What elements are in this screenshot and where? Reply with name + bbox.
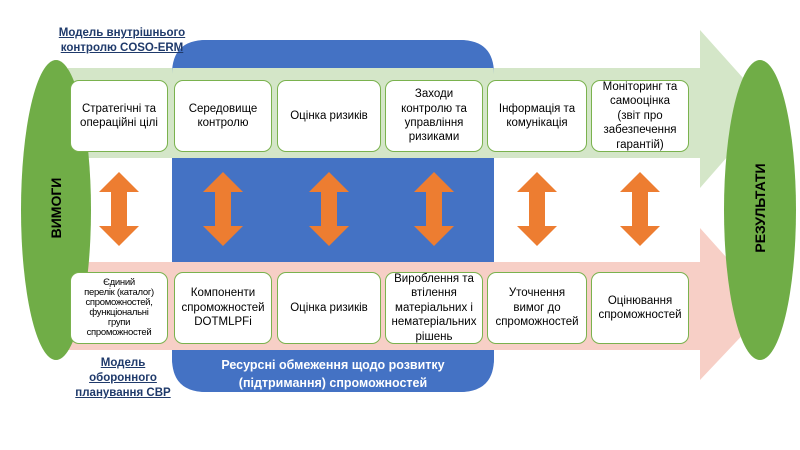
- box-text: Компоненти спроможностей DOTMLPFi: [181, 287, 265, 329]
- double-arrow-shape: [99, 172, 139, 246]
- double-arrow-shape: [517, 172, 557, 246]
- box-text: Оцінка ризиків: [290, 109, 368, 122]
- resource-constraints-text: Ресурсні обмеження щодо розвитку (підтри…: [221, 358, 445, 391]
- blue-panel-top: [172, 40, 494, 74]
- requirements-label: ВИМОГИ: [48, 177, 64, 239]
- bottom-box-capability-components: Компоненти спроможностей DOTMLPFi: [174, 272, 272, 344]
- box-text: Середовище контролю: [188, 102, 258, 129]
- box-text: Вироблення та втілення матеріальних і не…: [391, 273, 477, 343]
- bottom-box-solutions: Вироблення та втілення матеріальних і не…: [385, 272, 483, 344]
- double-arrow-shape: [620, 172, 660, 246]
- double-arrow-shape: [414, 172, 454, 246]
- box-text: Заходи контролю та управління ризиками: [401, 88, 467, 144]
- double-arrow-vertical-icon: [620, 172, 660, 246]
- bottom-box-capability-evaluation: Оцінювання спроможностей: [591, 272, 689, 344]
- top-box-strategic-goals: Стратегічні та операційні цілі: [70, 80, 168, 152]
- box-text: Єдиний перелік (каталог) спроможностей, …: [84, 277, 154, 338]
- box-text: Інформація та комунікація: [498, 102, 576, 129]
- double-arrow-shape: [309, 172, 349, 246]
- box-text: Оцінка ризиків: [290, 301, 368, 314]
- top-box-control-environment: Середовище контролю: [174, 80, 272, 152]
- top-box-monitoring: Моніторинг та самооцінка (звіт про забез…: [591, 80, 689, 152]
- defense-planning-model-label: Модель оборонного планування СВР: [75, 357, 171, 399]
- double-arrow-vertical-icon: [99, 172, 139, 246]
- results-ellipse: [724, 60, 796, 360]
- double-arrow-vertical-icon: [517, 172, 557, 246]
- bottom-box-risk-assessment: Оцінка ризиків: [277, 272, 381, 344]
- top-box-control-measures: Заходи контролю та управління ризиками: [385, 80, 483, 152]
- bottom-box-requirements-refinement: Уточнення вимог до спроможностей: [487, 272, 587, 344]
- coso-erm-model-label: Модель внутрішнього контролю COSO-ERM: [58, 27, 186, 54]
- results-label: РЕЗУЛЬТАТИ: [752, 163, 768, 253]
- top-box-information-communication: Інформація та комунікація: [487, 80, 587, 152]
- bottom-box-capability-catalog: Єдиний перелік (каталог) спроможностей, …: [70, 272, 168, 344]
- box-text: Оцінювання спроможностей: [598, 294, 682, 321]
- blue-panel-bottom: [172, 350, 494, 392]
- box-text: Стратегічні та операційні цілі: [80, 102, 158, 129]
- top-box-risk-assessment: Оцінка ризиків: [277, 80, 381, 152]
- double-arrow-vertical-icon: [414, 172, 454, 246]
- box-text: Уточнення вимог до спроможностей: [495, 287, 579, 329]
- double-arrow-vertical-icon: [309, 172, 349, 246]
- double-arrow-vertical-icon: [203, 172, 243, 246]
- box-text: Моніторинг та самооцінка (звіт про забез…: [602, 81, 678, 151]
- double-arrow-shape: [203, 172, 243, 246]
